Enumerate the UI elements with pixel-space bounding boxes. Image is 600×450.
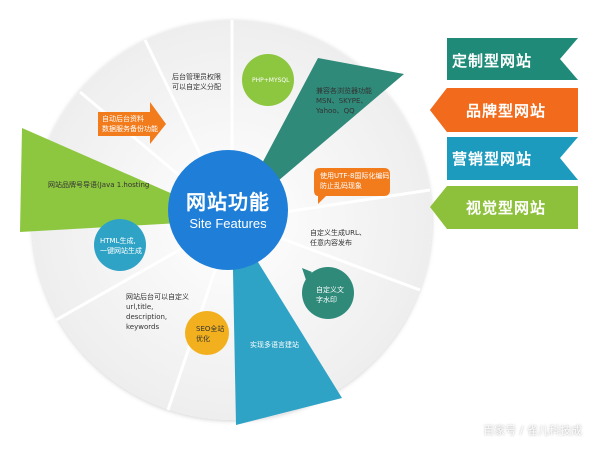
watermark-circle	[302, 267, 354, 319]
segment-html: HTML生成, 一键网站生成	[100, 236, 142, 256]
segment-browser-line: 兼容各浏览器功能	[316, 87, 372, 95]
segment-browser-line: MSN、SKYPE、	[316, 97, 368, 105]
segment-utf8: 使用UTF-8国际化编码, 防止乱码现象	[320, 171, 392, 191]
ribbon-3-label: 营销型网站	[452, 150, 533, 168]
seo-circle	[185, 311, 229, 355]
segment-multilang: 实现多语言建站	[250, 341, 299, 349]
ribbon-2-label: 品牌型网站	[466, 102, 547, 120]
segment-html-line: 一键网站生成	[100, 247, 142, 255]
watermark-arrow-icon	[302, 268, 312, 280]
segment-watermark-line: 自定义文	[316, 286, 344, 294]
segment-seo-custom-line: 网站后台可以自定义	[126, 293, 189, 301]
segment-utf8-line: 使用UTF-8国际化编码,	[320, 172, 392, 180]
segment-utf8-line: 防止乱码现象	[320, 182, 362, 190]
segment-url: 自定义生成URL、 任意内容发布	[310, 228, 366, 248]
html-circle	[94, 219, 146, 271]
ribbon-4-label: 视觉型网站	[466, 199, 547, 217]
segment-php: PHP+MYSQL	[252, 77, 290, 84]
segment-seo-custom-line: keywords	[126, 323, 160, 331]
segment-url-line: 自定义生成URL、	[310, 229, 366, 237]
segment-seo-custom: 网站后台可以自定义 url,title, description, keywor…	[126, 292, 189, 332]
ribbon-3	[447, 137, 578, 180]
segment-admin-line: 后台管理员权限	[172, 73, 221, 81]
segment-backup: 自动后台资料 数据服务备份功能	[102, 114, 158, 134]
center-circle	[168, 150, 288, 270]
segment-domain: 网站品牌号导语(Java 1.hosting	[48, 181, 150, 189]
segment-browser-line: Yahoo、QQ	[316, 107, 355, 115]
segment-seo-custom-line: description,	[126, 313, 168, 321]
center-title: 网站功能	[186, 190, 270, 214]
source-watermark: 百家号 / 雀儿科技成	[483, 424, 582, 437]
segment-backup-line: 数据服务备份功能	[102, 125, 158, 133]
segment-browser: 兼容各浏览器功能 MSN、SKYPE、 Yahoo、QQ	[316, 86, 372, 116]
segment-admin-line: 可以自定义分配	[172, 83, 221, 91]
segment-backup-line: 自动后台资料	[102, 115, 144, 123]
ribbon-1	[447, 38, 578, 80]
segment-admin: 后台管理员权限 可以自定义分配	[172, 72, 221, 92]
segment-url-line: 任意内容发布	[310, 239, 352, 247]
center-subtitle: Site Features	[189, 216, 267, 231]
segment-html-line: HTML生成,	[100, 237, 136, 245]
backup-callout	[98, 102, 166, 144]
segment-seo: SEO全站 优化	[196, 324, 224, 344]
utf8-bubble	[314, 168, 390, 204]
segment-seo-custom-line: url,title,	[126, 303, 154, 311]
segment-watermark: 自定义文 字水印	[316, 285, 344, 305]
ribbon-4	[447, 186, 578, 229]
segment-seo-line: 优化	[196, 335, 210, 343]
segment-watermark-line: 字水印	[316, 296, 337, 304]
wedge-blue	[232, 220, 342, 425]
ribbon-2	[430, 88, 578, 132]
segment-seo-line: SEO全站	[196, 325, 225, 333]
php-circle	[242, 54, 294, 106]
ribbon-1-label: 定制型网站	[452, 52, 533, 70]
